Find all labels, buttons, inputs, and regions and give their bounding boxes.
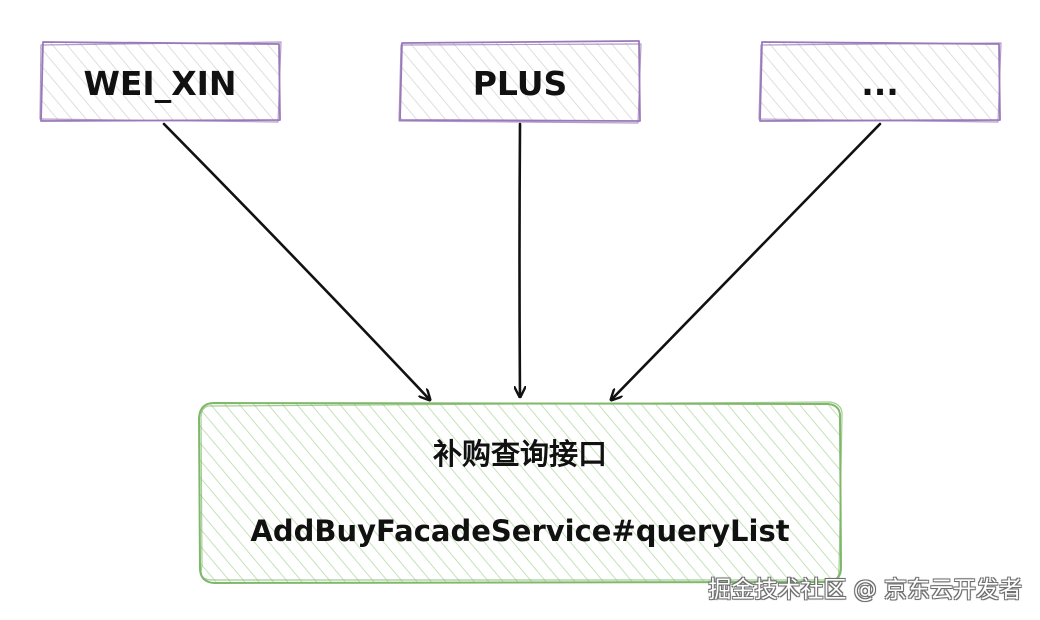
connectors bbox=[162, 122, 882, 400]
source-node-plus: PLUS bbox=[398, 40, 642, 124]
target-subtitle: AddBuyFacadeService#queryList bbox=[250, 514, 789, 548]
arrow-wei-xin-to-target bbox=[162, 122, 430, 400]
arrow-more-to-target bbox=[611, 122, 882, 400]
source-label-plus: PLUS bbox=[473, 64, 568, 103]
source-label-wei-xin: WEI_XIN bbox=[83, 64, 236, 103]
target-title: 补购查询接口 bbox=[433, 437, 607, 471]
source-label-more: ... bbox=[861, 64, 899, 103]
target-node: 补购查询接口 AddBuyFacadeService#queryList bbox=[198, 401, 843, 584]
watermark: 掘金技术社区 @ 京东云开发者 bbox=[708, 577, 1022, 603]
source-node-wei-xin: WEI_XIN bbox=[39, 41, 282, 123]
arrow-plus-to-target bbox=[520, 122, 521, 399]
source-node-more: ... bbox=[758, 41, 1002, 123]
